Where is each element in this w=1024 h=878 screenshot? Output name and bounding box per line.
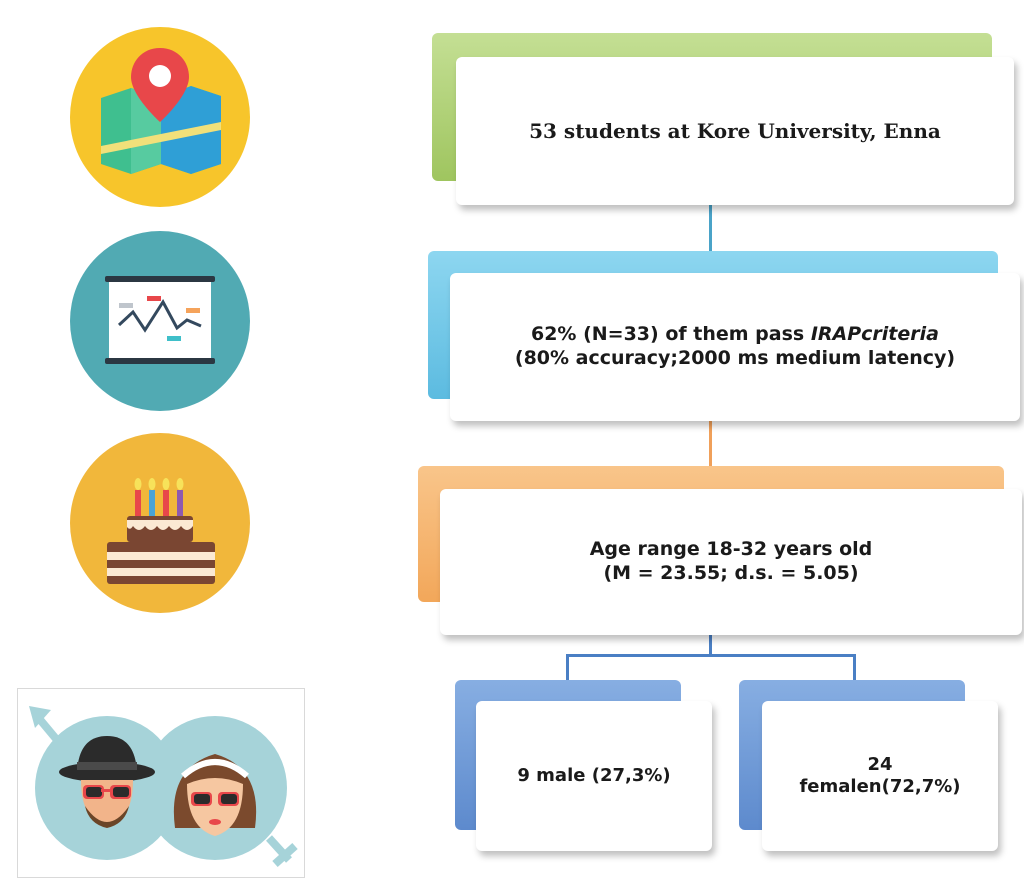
connector-mid — [709, 420, 712, 476]
pass-box: 62% (N=33) of them pass IRAPcriteria (80… — [450, 273, 1020, 421]
female-text: 24 femalen(72,7%) — [799, 754, 960, 799]
pass-line-1: 62% (N=33) of them pass IRAPcriteria — [515, 323, 955, 347]
connector-bottom-right — [853, 654, 856, 680]
connector-bottom-left — [566, 654, 569, 680]
chart-board-icon — [69, 230, 251, 412]
students-text: 53 students at Kore University, Enna — [529, 118, 941, 143]
female-box: 24 femalen(72,7%) — [762, 701, 998, 851]
birthday-cake-icon — [69, 432, 251, 614]
age-line-1: Age range 18-32 years old — [589, 538, 873, 561]
pass-line-1-italic: IRAPcriteria — [810, 323, 939, 346]
pass-line-1-prefix: 62% (N=33) of them pass — [530, 323, 811, 346]
map-pin-icon — [69, 26, 251, 208]
female-line-1: 24 — [867, 753, 893, 775]
age-text: Age range 18-32 years old (M = 23.55; d.… — [590, 538, 873, 586]
connector-bottom-stem — [709, 634, 712, 656]
male-text: 9 male (27,3%) — [517, 764, 671, 786]
connector-bottom-bar — [566, 654, 856, 657]
age-box: Age range 18-32 years old (M = 23.55; d.… — [440, 489, 1022, 635]
gender-couple-icon — [17, 688, 305, 878]
age-line-2: (M = 23.55; d.s. = 5.05) — [603, 562, 859, 584]
students-box: 53 students at Kore University, Enna — [456, 57, 1014, 205]
pass-line-2: (80% accuracy;2000 ms medium latency) — [514, 347, 956, 369]
female-line-2: femalen(72,7%) — [799, 776, 961, 797]
connector-top — [709, 178, 712, 256]
male-box: 9 male (27,3%) — [476, 701, 712, 851]
pass-text: 62% (N=33) of them pass IRAPcriteria (80… — [515, 323, 955, 371]
